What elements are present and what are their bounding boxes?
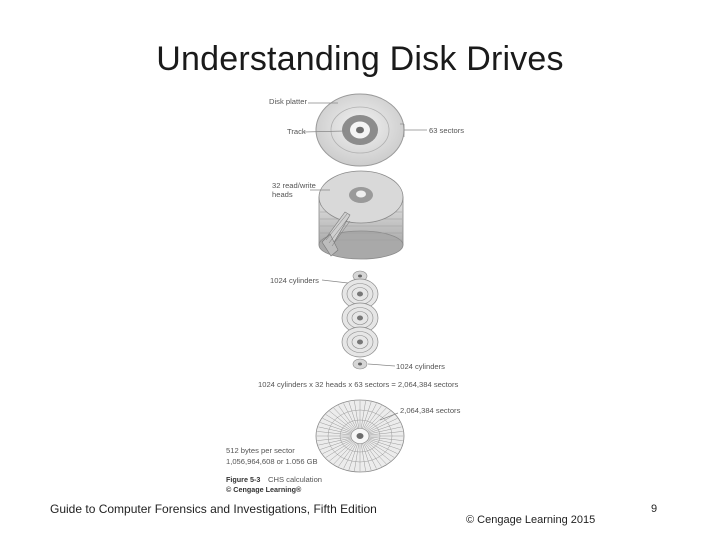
- sector-line: [318, 437, 352, 446]
- footer-copyright: © Cengage Learning 2015: [466, 514, 596, 526]
- read-write-heads: [321, 211, 351, 257]
- sector-line: [317, 431, 352, 436]
- label-cylinders-right: 1024 cylinders: [396, 362, 445, 371]
- sector-line: [367, 414, 395, 432]
- page-number: 9: [651, 503, 658, 515]
- label-total-bytes: 1,056,964,608 or 1.056 GB: [226, 457, 318, 466]
- sector-line: [368, 437, 402, 446]
- sector-line: [368, 431, 403, 436]
- sector-line: [318, 426, 352, 435]
- figure-credit: © Cengage Learning®: [226, 485, 302, 494]
- sector-line: [365, 407, 387, 431]
- sector-line: [338, 405, 356, 430]
- sector-line: [320, 422, 352, 434]
- sector-line: [348, 401, 358, 429]
- sector-line: [362, 443, 372, 471]
- sector-line: [368, 436, 403, 441]
- sector-line: [365, 441, 387, 465]
- figure-caption: CHS calculation: [268, 475, 322, 484]
- sector-line: [368, 438, 400, 450]
- cylinder-column: [341, 270, 379, 370]
- sector-line: [364, 405, 382, 430]
- sector-line: [343, 442, 357, 469]
- sector-line: [362, 401, 372, 429]
- sector-line: [333, 407, 355, 431]
- slide-title: Understanding Disk Drives: [156, 40, 564, 78]
- disk-platter: [315, 93, 405, 167]
- label-bytes-per-sector: 512 bytes per sector: [226, 446, 295, 455]
- label-heads-line1: 32 read/write: [272, 181, 316, 190]
- sector-line: [363, 442, 377, 469]
- sector-line: [354, 443, 360, 472]
- sector-line: [338, 442, 356, 467]
- chs-equation: 1024 cylinders x 32 heads x 63 sectors =…: [258, 380, 459, 389]
- sector-line: [329, 410, 354, 431]
- cylinder-disk: [341, 326, 379, 358]
- sector-line: [368, 426, 402, 435]
- sector-line: [343, 403, 357, 430]
- sector-line: [366, 410, 391, 431]
- label-disk-platter: Disk platter: [269, 97, 307, 106]
- sector-line: [325, 414, 353, 432]
- sector-line: [320, 438, 352, 450]
- sector-line: [329, 441, 354, 462]
- sector-line: [360, 443, 366, 472]
- sectored-disk: [315, 399, 405, 473]
- sector-line: [368, 422, 400, 434]
- sector-line: [367, 439, 398, 454]
- sector-line: [322, 418, 353, 433]
- sector-line: [367, 418, 398, 433]
- label-cylinders-left: 1024 cylinders: [270, 276, 319, 285]
- label-63-sectors: 63 sectors: [429, 126, 464, 135]
- sector-line: [360, 400, 366, 429]
- sector-line: [317, 436, 352, 441]
- label-heads-line2: heads: [272, 190, 293, 199]
- sector-line: [366, 441, 391, 462]
- footer-book-title: Guide to Computer Forensics and Investig…: [50, 502, 377, 516]
- figure-number: Figure 5-3: [226, 475, 260, 484]
- sector-line: [367, 440, 395, 458]
- sector-line: [364, 442, 382, 467]
- label-total-sectors: 2,064,384 sectors: [400, 406, 461, 415]
- sector-line: [333, 441, 355, 465]
- sector-line: [325, 440, 353, 458]
- sector-line: [363, 403, 377, 430]
- sector-line: [322, 439, 353, 454]
- sector-line: [348, 443, 358, 471]
- label-track: Track: [287, 127, 306, 136]
- sector-line: [354, 400, 360, 429]
